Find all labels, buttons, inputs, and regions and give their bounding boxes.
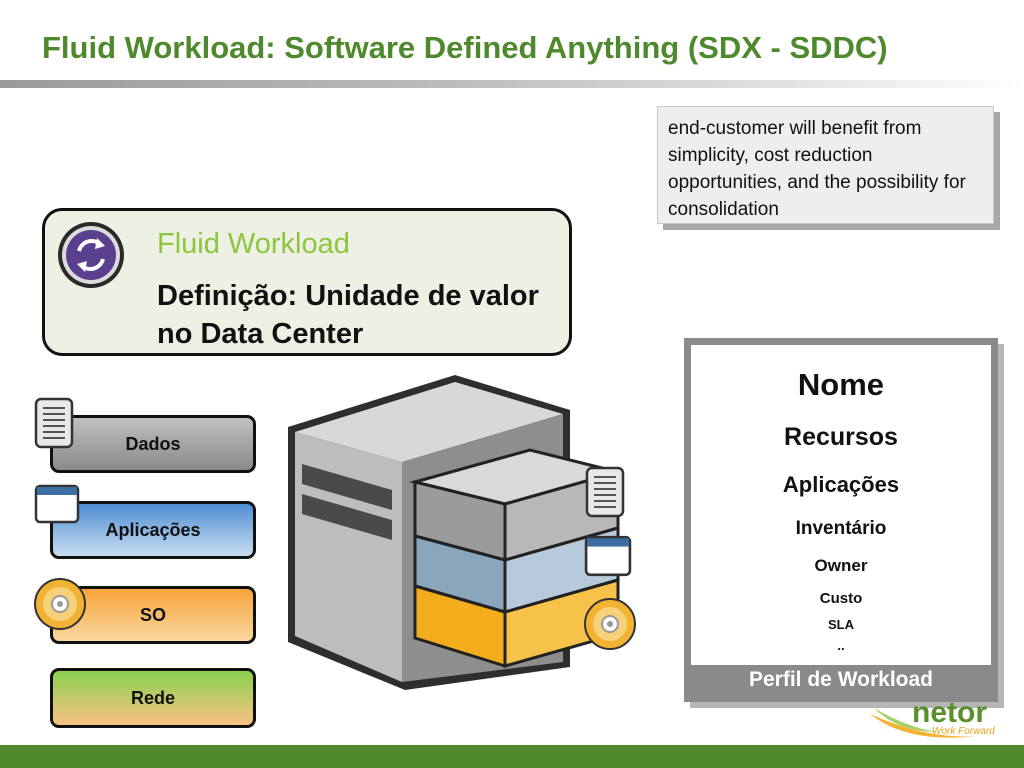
profile-item-custo: Custo <box>819 590 863 607</box>
bottom-bar <box>0 745 1024 768</box>
profile-list: Nome Recursos Aplicações Inventário Owne… <box>691 345 991 665</box>
logo-text: netor <box>912 696 987 729</box>
layer-rede: Rede <box>50 668 256 728</box>
note-text: end-customer will benefit from simplicit… <box>668 118 966 220</box>
document-icon <box>34 397 74 449</box>
layer-rede-label: Rede <box>130 687 175 708</box>
app-window-icon <box>584 535 632 577</box>
note-box: end-customer will benefit from simplicit… <box>657 106 994 224</box>
layer-aplicacoes-label: Aplicações <box>105 519 201 540</box>
profile-item-recursos: Recursos <box>784 423 898 451</box>
netor-logo: netor Work Forward <box>870 696 995 738</box>
profile-item-inventario: Inventário <box>795 518 887 539</box>
logo-tagline: Work Forward <box>932 726 995 737</box>
app-window-icon <box>34 484 80 524</box>
refresh-cycle-icon <box>58 222 124 288</box>
profile-item-aplicacoes: Aplicações <box>782 472 900 497</box>
disc-icon <box>34 578 86 630</box>
layer-dados-label: Dados <box>125 433 181 454</box>
profile-footer: Perfil de Workload <box>749 668 933 691</box>
server-illustration <box>288 375 624 690</box>
profile-item-more: .. <box>837 638 845 653</box>
profile-item-sla: SLA <box>828 617 854 632</box>
fluid-workload-card: Fluid Workload Definição: Unidade de val… <box>42 208 572 356</box>
workload-profile-card: Nome Recursos Aplicações Inventário Owne… <box>684 338 998 702</box>
document-icon <box>585 466 625 518</box>
profile-item-nome: Nome <box>797 367 885 402</box>
disc-icon <box>584 598 636 650</box>
workload-definition: Definição: Unidade de valor no Data Cent… <box>157 280 539 350</box>
layer-dados: Dados <box>50 415 256 473</box>
layer-so-label: SO <box>139 604 166 625</box>
profile-item-owner: Owner <box>814 556 868 575</box>
slide-title: Fluid Workload: Software Defined Anythin… <box>42 30 888 65</box>
workload-title: Fluid Workload <box>157 228 350 260</box>
layer-aplicacoes: Aplicações <box>50 501 256 559</box>
title-divider <box>0 80 1024 88</box>
